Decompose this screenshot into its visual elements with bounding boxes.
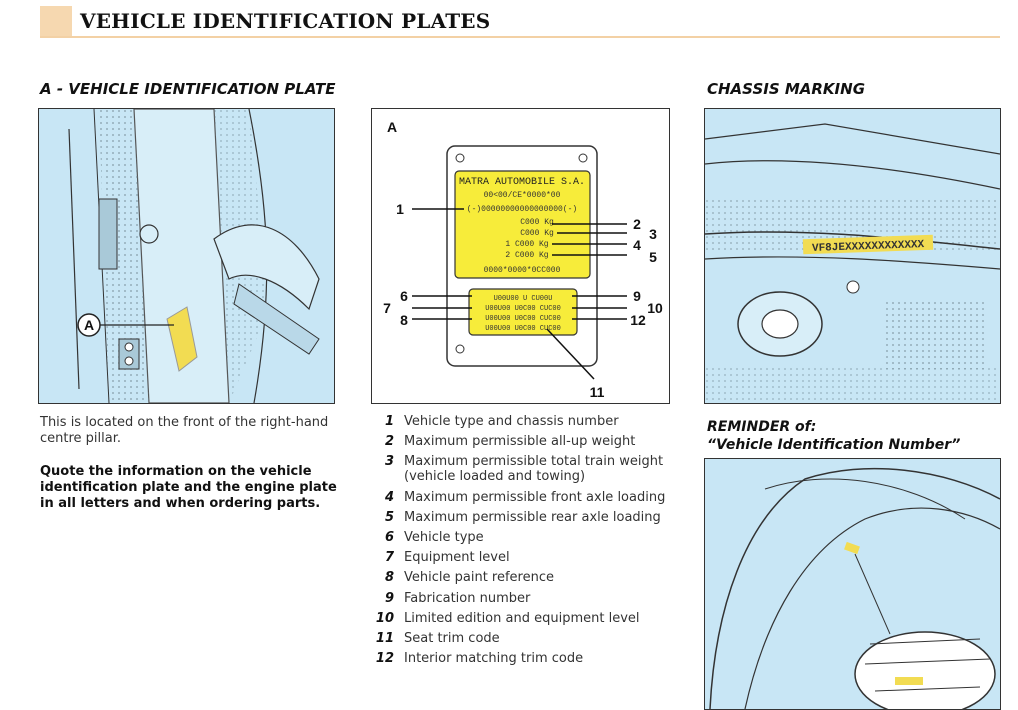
callout-10: 10 — [647, 300, 663, 316]
vin-marking-highlight — [802, 234, 934, 255]
chassis-marking-heading: CHASSIS MARKING — [707, 80, 866, 98]
callout-2: 2 — [633, 216, 641, 232]
lower-plate — [468, 288, 578, 336]
vehicle-front-illustration — [705, 459, 1000, 709]
callout-12: 12 — [630, 312, 646, 328]
chassis-vin-marking: VF8JEXXXXXXXXXXXX — [812, 239, 925, 255]
pillar-illustration: A — [39, 109, 334, 403]
plate-c1: C000 Kg — [520, 218, 554, 227]
callout-6: 6 — [400, 288, 408, 304]
page-title: VEHICLE IDENTIFICATION PLATES — [80, 9, 491, 33]
plate-bottom-line: 0000*0000*0CC000 — [484, 266, 561, 275]
quote-instruction-text: Quote the information on the vehicle ide… — [40, 464, 337, 511]
vin-location-highlight — [844, 541, 860, 555]
lower-row-3: U00U00 U0C00 CUC00 — [485, 315, 561, 323]
plate-diagram: A MATRA AUTOMOBILE S.A. 00<00/CE*0000*00… — [383, 119, 663, 400]
callout-a-label: A — [84, 317, 94, 333]
callout-7: 7 — [383, 300, 391, 316]
title-rule — [40, 36, 1000, 38]
callout-9: 9 — [633, 288, 641, 304]
plate-diagram-figure: A MATRA AUTOMOBILE S.A. 00<00/CE*0000*00… — [371, 108, 670, 404]
identification-plate-highlight — [166, 306, 198, 372]
callout-1: 1 — [396, 201, 404, 217]
callout-11: 11 — [590, 384, 605, 400]
plate-c3: 1 C000 Kg — [505, 240, 548, 249]
callout-8: 8 — [400, 312, 408, 328]
lower-row-2: U00U00 U0C00 CUC00 — [485, 305, 561, 313]
chassis-figure: VF8JEXXXXXXXXXXXX — [704, 108, 1001, 404]
reminder-figure — [704, 458, 1001, 710]
reminder-subheading: “Vehicle Identification Number” — [707, 437, 961, 453]
plate-diagram-label: A — [387, 119, 397, 135]
plate-line2: 00<00/CE*0000*00 — [484, 191, 561, 200]
callout-3: 3 — [649, 226, 657, 242]
location-text: This is located on the front of the righ… — [40, 415, 329, 446]
title-tab-decoration — [40, 6, 72, 36]
callout-5: 5 — [649, 249, 657, 265]
callout-4: 4 — [633, 237, 641, 253]
chassis-illustration: VF8JEXXXXXXXXXXXX — [705, 109, 1000, 403]
lower-row-4: U00U00 U0C00 CUC00 — [485, 325, 561, 333]
section-a-heading: A - VEHICLE IDENTIFICATION PLATE — [40, 80, 336, 98]
lower-row-1: U00U00 U CU00U — [494, 295, 553, 303]
plate-c4: 2 C000 Kg — [505, 251, 548, 260]
vin-detail-highlight — [895, 677, 923, 685]
plate-vin: (-)00000000000000000(-) — [467, 205, 577, 214]
plate-c2: C000 Kg — [520, 229, 554, 238]
pillar-figure: A — [38, 108, 335, 404]
reminder-heading: REMINDER of: — [707, 419, 817, 435]
plate-maker: MATRA AUTOMOBILE S.A. — [459, 177, 585, 188]
